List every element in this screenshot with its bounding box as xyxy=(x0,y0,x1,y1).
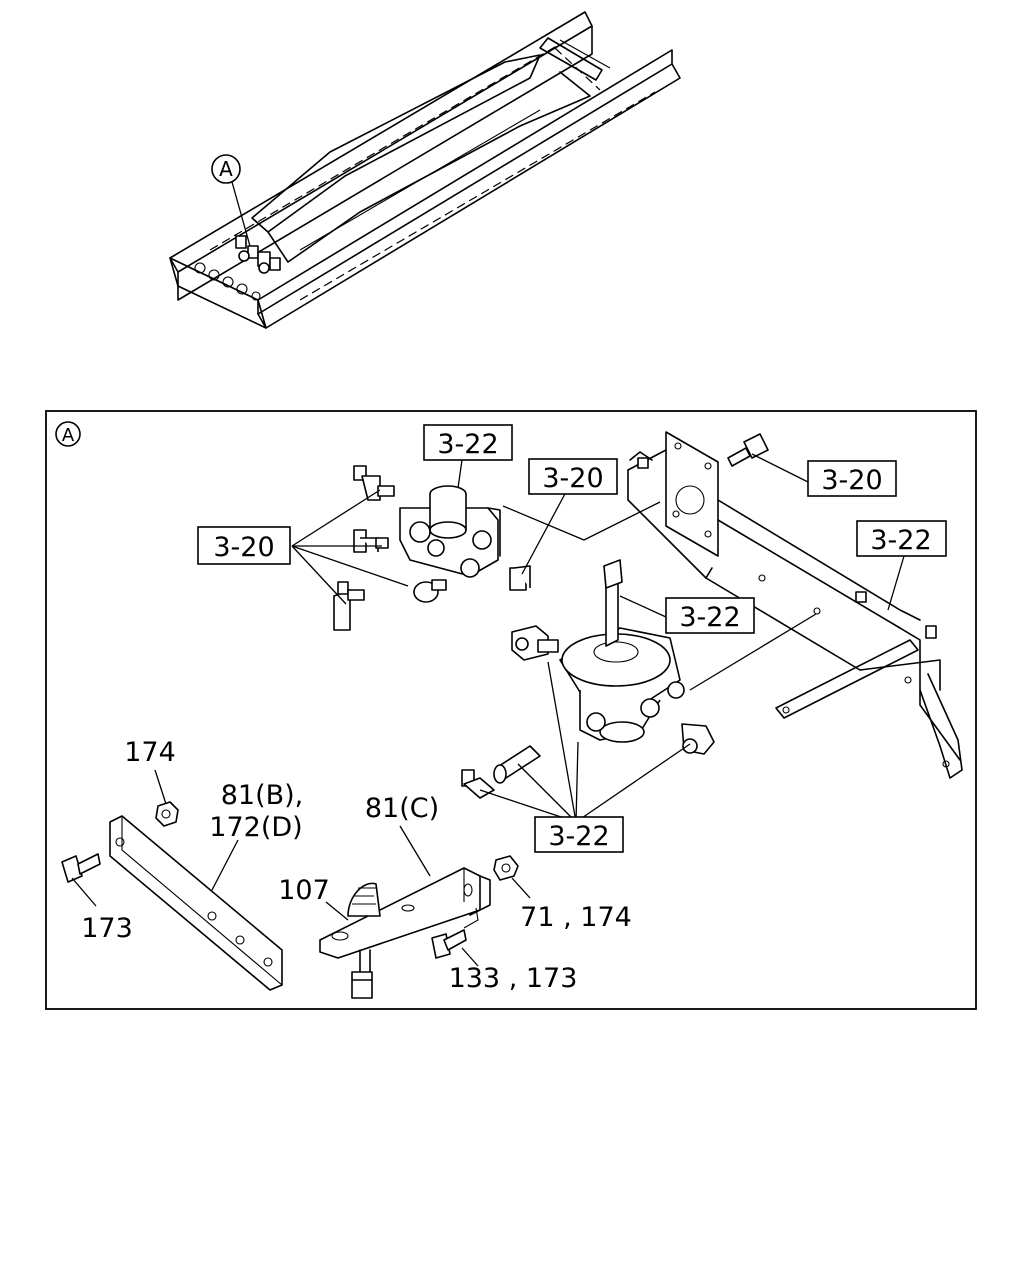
nut-174 xyxy=(155,801,179,827)
relay-valve xyxy=(559,559,685,743)
view-marker-label: A xyxy=(219,157,233,181)
svg-text:3-20: 3-20 xyxy=(542,463,603,494)
mounting-bracket xyxy=(627,431,963,779)
part-label-81b: 81(B), xyxy=(221,780,304,811)
ref-box-322-top[interactable]: 3-22 xyxy=(423,424,513,461)
bolt-133 xyxy=(431,929,467,959)
valve-cluster-location xyxy=(235,235,281,274)
fitting-elbow-2 xyxy=(353,529,389,553)
svg-text:3-22: 3-22 xyxy=(870,525,931,556)
relay-fitting-elbow xyxy=(681,723,715,755)
detail-frame xyxy=(45,410,977,1010)
part-label-107: 107 xyxy=(278,875,330,906)
ref-box-322-right[interactable]: 3-22 xyxy=(856,520,947,557)
bracket-bolt xyxy=(727,433,769,467)
part-label-133-173: 133 , 173 xyxy=(449,963,578,994)
relay-fitting-small-elbow xyxy=(461,769,495,799)
svg-text:3-22: 3-22 xyxy=(679,602,740,633)
bolt-173 xyxy=(61,853,101,883)
part-label-174: 174 xyxy=(124,737,176,768)
ref-box-320-right[interactable]: 3-20 xyxy=(807,460,897,497)
svg-text:3-20: 3-20 xyxy=(213,532,274,563)
ref-box-322-center[interactable]: 3-22 xyxy=(665,597,755,634)
svg-text:3-22: 3-22 xyxy=(548,821,609,852)
flat-bar-81b xyxy=(109,815,283,991)
view-marker-a: A xyxy=(211,154,251,247)
nut-71 xyxy=(493,855,519,881)
fitting-tee xyxy=(333,581,365,631)
ref-box-320-mid[interactable]: 3-20 xyxy=(528,458,618,495)
chassis-frame-overview: A xyxy=(169,11,681,329)
solenoid-valve xyxy=(399,485,501,578)
detail-marker-a: A xyxy=(55,421,81,447)
fitting-connector xyxy=(509,565,531,591)
svg-text:3-20: 3-20 xyxy=(821,465,882,496)
bracket-81c xyxy=(319,867,491,959)
ref-box-320-left[interactable]: 3-20 xyxy=(197,526,291,565)
fitting-plug xyxy=(413,579,447,603)
svg-text:3-22: 3-22 xyxy=(437,429,498,460)
ref-box-322-bottom[interactable]: 3-22 xyxy=(534,816,624,853)
relay-fitting-straight xyxy=(493,745,541,784)
relay-fitting-tee xyxy=(511,625,559,661)
part-label-81c: 81(C) xyxy=(365,793,439,824)
fitting-elbow-1 xyxy=(353,465,395,501)
part-label-172d: 172(D) xyxy=(209,812,302,843)
detail-marker-label: A xyxy=(62,425,75,446)
part-label-71-174: 71 , 174 xyxy=(520,902,632,933)
clamp-107 xyxy=(347,882,381,999)
part-label-173: 173 xyxy=(81,913,133,944)
